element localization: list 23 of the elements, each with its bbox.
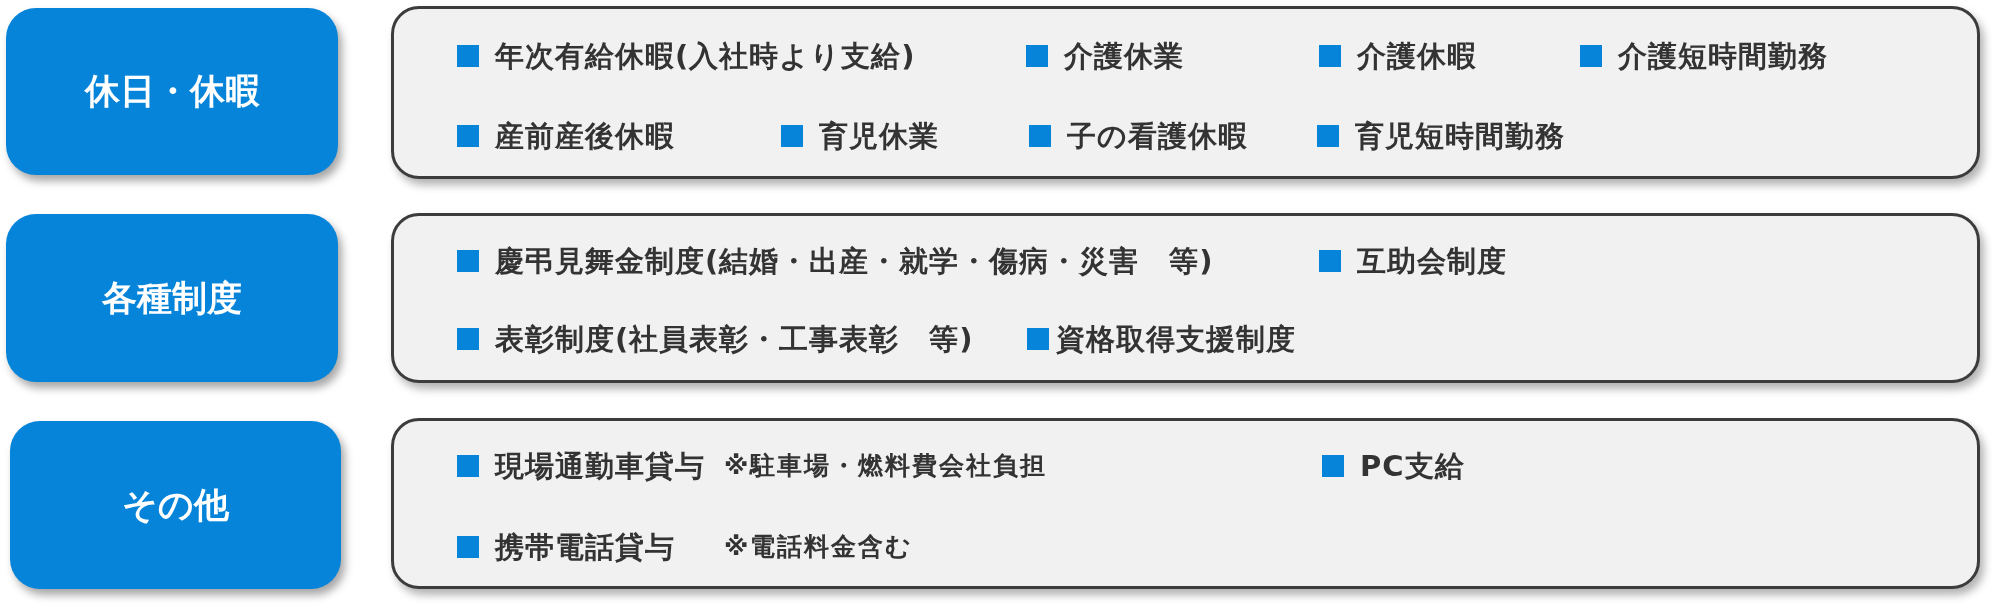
category-box: 各種制度 <box>6 214 338 382</box>
list-item-text: 子の看護休暇 <box>1067 118 1248 154</box>
list-item-text: 互助会制度 <box>1357 243 1507 279</box>
list-item-text: 年次有給休暇(入社時より支給) <box>495 38 916 74</box>
list-item-text: 表彰制度(社員表彰・工事表彰 等) <box>495 321 974 357</box>
panel-box <box>391 213 1980 383</box>
list-item-text: 介護休業 <box>1064 38 1184 74</box>
list-item-text: 携帯電話貸与 <box>495 529 675 565</box>
category-box: その他 <box>10 421 341 589</box>
list-item-text: 育児短時間勤務 <box>1355 118 1565 154</box>
list-item-text: 産前産後休暇 <box>495 118 675 154</box>
list-item-text: 育児休業 <box>819 118 939 154</box>
list-item-text: 慶弔見舞金制度(結婚・出産・就学・傷病・災害 等) <box>495 243 1214 279</box>
category-box: 休日・休暇 <box>6 8 338 175</box>
list-item-text: PC支給 <box>1360 448 1465 484</box>
note-text: ※電話料金含む <box>724 532 914 562</box>
list-item-text: 現場通勤車貸与 <box>495 448 705 484</box>
list-item-text: 資格取得支援制度 <box>1056 321 1296 357</box>
list-item-text: 介護短時間勤務 <box>1618 38 1828 74</box>
panel-box <box>391 6 1980 179</box>
note-text: ※駐車場・燃料費会社負担 <box>724 451 1048 481</box>
list-item-text: 介護休暇 <box>1357 38 1477 74</box>
panel-box <box>391 418 1980 589</box>
